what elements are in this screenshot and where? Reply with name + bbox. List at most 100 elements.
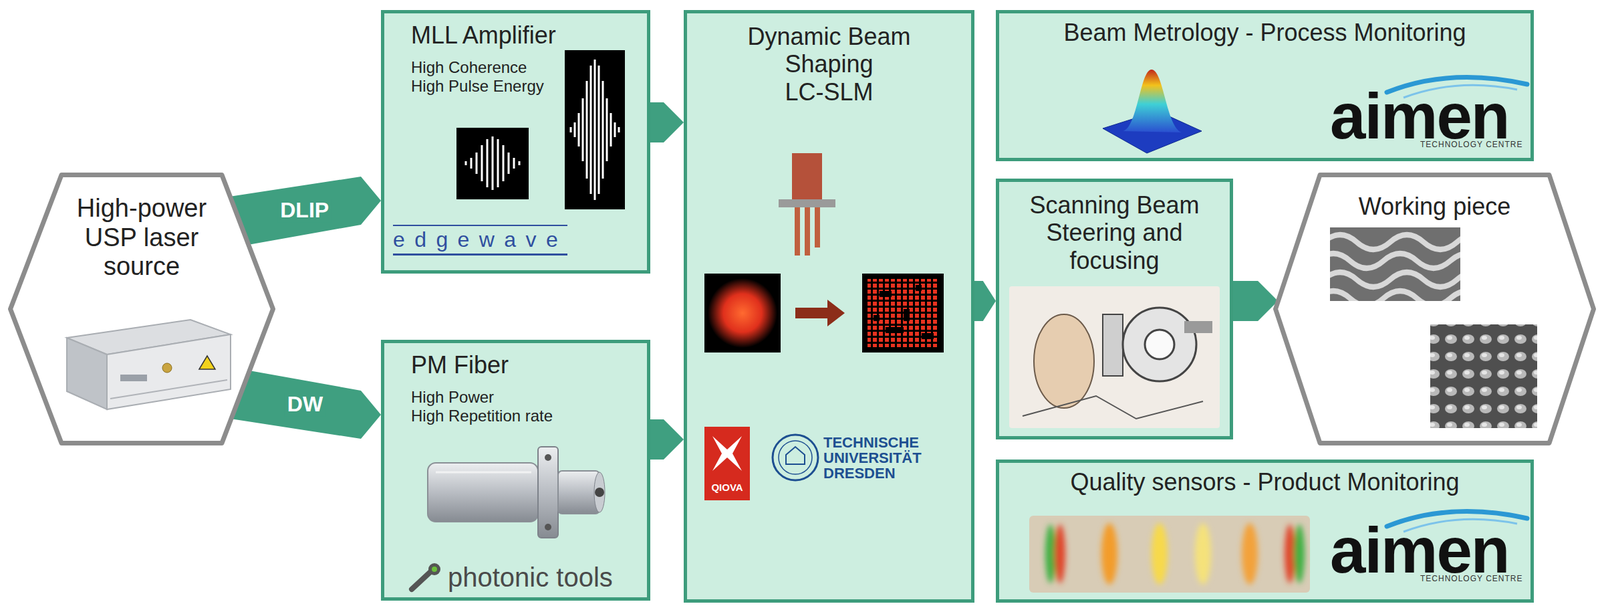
amplified-pulse-picture-part-part — [590, 65, 593, 194]
short-pulse-picture-part-part — [518, 161, 521, 166]
box-fill-shape — [382, 11, 649, 273]
slm-icon-part — [791, 153, 823, 200]
scanner-sketch-part — [1144, 329, 1175, 359]
shaped-beam-picture-part — [915, 284, 922, 291]
logo-wordmark: aimen — [1329, 517, 1509, 583]
hexagon-node: Working piece — [1273, 172, 1596, 446]
fiber-picture-part — [558, 470, 600, 514]
slm-icon — [778, 153, 836, 256]
hexagon-node: High-power USP laser source — [8, 172, 276, 446]
fiber-picture-part — [544, 523, 552, 530]
laser-source-picture-part — [66, 337, 107, 410]
fiber-picture-part — [594, 487, 605, 497]
amplified-pulse-picture-part — [570, 59, 619, 200]
short-pulse-picture-part — [465, 136, 520, 190]
qiova-logo-part — [704, 426, 750, 500]
slm-icon-part — [778, 199, 836, 208]
tu-dresden-seal — [772, 434, 819, 480]
short-pulse-picture-part-part — [513, 157, 516, 169]
short-pulse-picture-part-part — [507, 152, 510, 174]
aimen-swoosh-part — [1403, 518, 1518, 532]
box-fill — [10, 175, 274, 444]
diffraction-picture — [1029, 515, 1310, 593]
arrow-tab — [1233, 280, 1278, 321]
box-fill-shape — [382, 340, 649, 599]
fiber-picture — [427, 446, 605, 538]
logo-subtitle: TECHNOLOGY CENTRE — [1420, 574, 1523, 584]
connector-label: DLIP — [277, 198, 332, 222]
box-fill — [997, 11, 1533, 160]
amplified-pulse-picture-part-part — [574, 122, 577, 138]
short-pulse-picture-part-part — [481, 145, 484, 182]
aimen-swoosh-part — [1403, 84, 1518, 98]
laser-source-picture-part — [120, 374, 148, 381]
diffraction-picture-part-part — [1151, 522, 1168, 585]
arrow-tab — [229, 176, 381, 245]
box-fill — [997, 460, 1533, 601]
amplified-pulse-picture-part-part — [618, 126, 621, 133]
wrench-logo — [411, 562, 441, 589]
diffraction-picture-part — [1045, 522, 1305, 585]
diffraction-picture-part-part — [1293, 523, 1305, 583]
sem-wave-picture-part-part — [1329, 253, 1461, 269]
sem-wave-picture-part — [1329, 234, 1461, 301]
tu-dresden-seal-part — [772, 434, 819, 480]
amplified-pulse-picture-part-part — [594, 59, 597, 200]
scanner-sketch-part — [1122, 307, 1197, 381]
shaped-beam-picture-part — [921, 332, 934, 339]
short-pulse-picture-part-part — [486, 139, 489, 188]
amplified-pulse-picture-part — [564, 50, 625, 210]
short-pulse-picture-part-part — [502, 145, 505, 182]
laser-source-picture — [66, 319, 231, 410]
amplified-pulse-picture-part-part — [598, 65, 601, 194]
short-pulse-picture-part-part — [491, 136, 494, 190]
sem-bump-picture-part — [1430, 324, 1538, 428]
node-title: High-power USP laser source — [54, 193, 229, 282]
arrow-tab — [650, 419, 684, 460]
node-title: Beam Metrology - Process Monitoring — [1005, 18, 1524, 47]
hexagon-outline-shape — [10, 175, 274, 444]
node-title: Scanning Beam Steering and focusing — [1017, 191, 1212, 275]
sem-bump-picture — [1430, 324, 1538, 428]
laser-source-picture-part — [110, 379, 228, 399]
shaping-arrow — [795, 299, 845, 327]
scanner-sketch-part — [1184, 320, 1213, 333]
logo-wordmark: aimen — [1329, 84, 1509, 149]
process-box: Quality sensors - Product Monitoring — [995, 459, 1534, 603]
wrench-logo-part — [411, 571, 431, 589]
box-fill — [382, 11, 649, 273]
laser-source-picture-part — [162, 362, 172, 373]
box-fill-shape — [997, 460, 1533, 601]
shaped-beam-picture-part — [873, 314, 880, 321]
diffraction-picture-part-part — [1101, 522, 1118, 585]
logo-text: edgewave — [392, 224, 568, 256]
hexagon-fill — [10, 175, 274, 444]
node-text: High Power — [411, 387, 634, 407]
qiova-logo — [704, 426, 750, 500]
box-fill — [1275, 175, 1594, 444]
gaussian-beam-picture — [704, 273, 781, 353]
box-fill-shape — [685, 11, 974, 601]
node-title: PM Fiber — [411, 350, 634, 379]
amplified-pulse-picture-part-part — [614, 122, 617, 138]
scanner-sketch-part — [1022, 395, 1204, 419]
wrench-logo-part — [428, 562, 441, 575]
process-box: Scanning Beam Steering and focusing — [995, 178, 1234, 440]
amplified-pulse-picture-part-part — [610, 112, 613, 147]
process-box: Dynamic Beam ShapingLC-SLM — [683, 10, 975, 603]
sem-wave-picture-part-part — [1329, 290, 1461, 301]
shaped-beam-picture-part — [903, 308, 910, 321]
logo-text: TECHNISCHE UNIVERSITÄT DRESDEN — [823, 434, 948, 481]
diffraction-picture-part-part — [1194, 522, 1212, 585]
node-text: High Coherence — [411, 58, 634, 77]
diffraction-picture-part-part — [1045, 523, 1056, 583]
node-title: Working piece — [1286, 192, 1583, 220]
node-title: MLL Amplifier — [411, 21, 634, 49]
scanner-sketch-part — [1033, 314, 1095, 408]
diffraction-picture-part-part — [1054, 523, 1066, 583]
diffraction-picture-part-part — [1241, 522, 1258, 585]
qiova-logo-part — [712, 435, 742, 471]
